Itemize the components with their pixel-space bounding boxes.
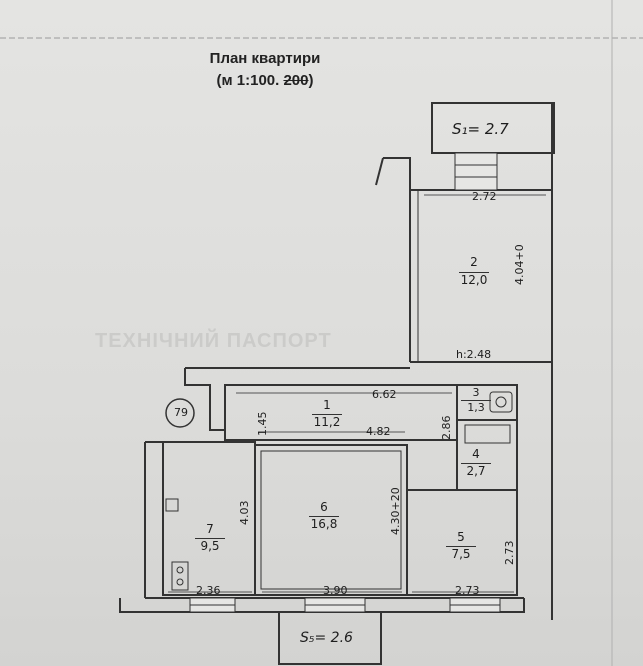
dim-430: 4.30+20: [389, 487, 402, 535]
room-5-outline: [406, 489, 518, 596]
room-5-number: 5: [457, 530, 465, 544]
plan-scale: (м 1:100. 200): [150, 70, 380, 92]
dim-273-bottom: 2.73: [455, 584, 480, 597]
room-7-area: 9,5: [195, 538, 225, 553]
windows: [189, 152, 501, 613]
fixtures: [165, 391, 513, 591]
dim-145: 1.45: [256, 411, 269, 437]
dim-403: 4.03: [238, 500, 251, 526]
scale-prefix: (м 1:100.: [216, 72, 280, 89]
dim-390: 3.90: [323, 584, 348, 597]
room-1-area: 11,2: [312, 414, 342, 429]
balcony-bottom-label: S₅= 2.6: [300, 630, 353, 646]
plan-title: План квартири: [209, 50, 321, 67]
room-1-number: 1: [323, 398, 331, 412]
toilet-fixture: [489, 391, 513, 413]
dim-404: 4.04+0: [513, 244, 526, 285]
room-6-number: 6: [320, 500, 328, 514]
room-3-area: 1,3: [461, 400, 491, 414]
toilet-bowl: [495, 396, 507, 408]
dim-248: h:2.48: [456, 348, 492, 361]
scale-suffix: ): [308, 72, 314, 89]
dim-272: 2.72: [472, 190, 497, 203]
dim-236: 2.36: [196, 584, 221, 597]
room-2-area: 12,0: [459, 272, 489, 287]
room-2-number: 2: [470, 255, 478, 269]
marker-circle: [165, 398, 195, 428]
balcony-top-label: S₁= 2.7: [452, 120, 509, 138]
plan-title-block: План квартири (м 1:100. 200): [150, 48, 380, 92]
room-7-number: 7: [206, 522, 214, 536]
window-room2: [454, 152, 498, 191]
bathtub-fixture: [464, 424, 511, 444]
room-5-area: 7,5: [446, 546, 476, 561]
dim-662: 6.62: [372, 388, 397, 401]
plan-marker-label: 79: [174, 406, 188, 419]
room-4-area: 2,7: [461, 463, 491, 478]
dim-482: 4.82: [366, 425, 391, 438]
watermark: ТЕХНІЧНИЙ ПАСПОРТ: [95, 330, 332, 352]
stove-fixture: [171, 561, 189, 591]
dim-286: 2.86: [440, 415, 453, 441]
room-3-number: 3: [472, 386, 480, 399]
room-4-number: 4: [472, 447, 480, 461]
scale-struck: 200: [283, 72, 309, 89]
wall-left-upper: [184, 368, 225, 431]
room-6-area: 16,8: [309, 516, 339, 531]
vent-fixture: [165, 498, 179, 512]
room-7-outline: [145, 441, 256, 596]
dim-273-vertical: 2.73: [503, 540, 516, 566]
dimension-lines: [168, 194, 546, 593]
